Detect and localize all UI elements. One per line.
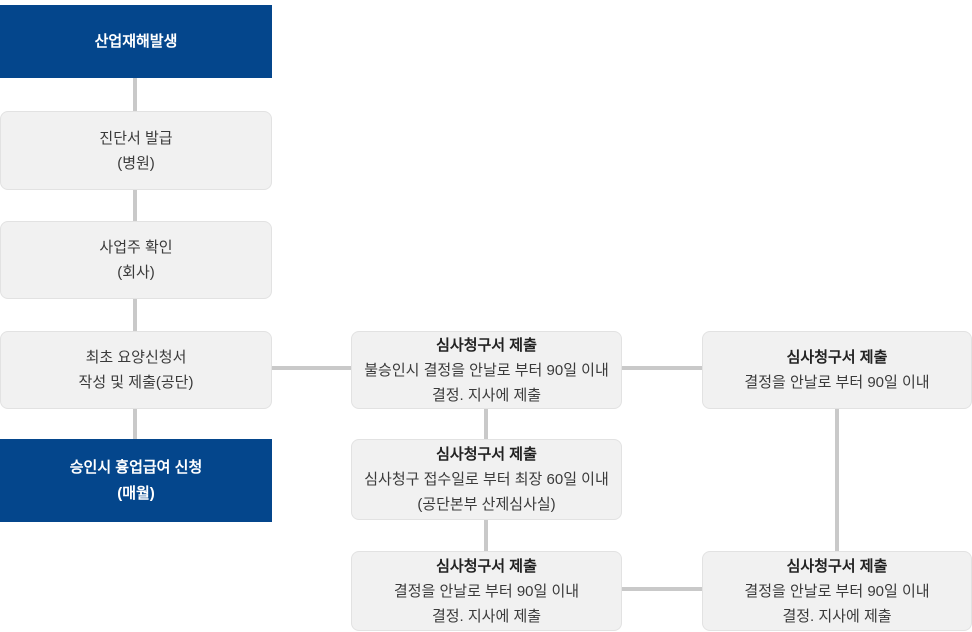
flow-step-title: 심사청구서 제출	[436, 446, 537, 463]
flow-step-detail: 불승인시 결정을 안날로 부터 90일 이내	[364, 361, 609, 379]
flow-step-review-request-90days: 심사청구서 제출 결정을 안날로 부터 90일 이내	[702, 331, 972, 409]
flow-step-sublabel: (매월)	[117, 484, 155, 502]
flow-step-label: 진단서 발급	[99, 129, 173, 147]
connector-horizontal	[272, 366, 351, 370]
flow-step-sublabel: (회사)	[117, 264, 155, 281]
flow-step-detail: (공단본부 산제심사실)	[417, 496, 556, 513]
flow-step-title: 심사청구서 제출	[786, 557, 888, 575]
flow-step-sublabel: (병원)	[117, 154, 155, 172]
flow-step-label: 산업재해발생	[94, 32, 178, 50]
flow-step-detail: 심사청구 접수일로 부터 최장 60일 이내	[364, 471, 609, 488]
flow-step-review-request-branch-submit: 심사청구서 제출 결정을 안날로 부터 90일 이내 결정. 지사에 제출	[702, 551, 972, 631]
connector-vertical	[484, 520, 488, 551]
flow-step-label: 최초 요양신청서	[85, 349, 187, 366]
connector-vertical	[133, 299, 137, 331]
flow-step-detail: 결정. 지사에 제출	[431, 386, 542, 404]
flow-step-detail: 결정을 안날로 부터 90일 이내	[393, 582, 580, 600]
flow-step-label: 사업주 확인	[99, 239, 173, 256]
flow-step-review-request-receipt: 심사청구서 제출 심사청구 접수일로 부터 최장 60일 이내 (공단본부 산제…	[351, 439, 622, 520]
connector-vertical	[484, 409, 488, 439]
flow-step-detail: 결정. 지사에 제출	[782, 607, 892, 625]
connector-horizontal	[622, 366, 702, 370]
flow-step-title: 심사청구서 제출	[786, 349, 888, 366]
connector-vertical	[133, 78, 137, 111]
flow-step-review-request-decision: 심사청구서 제출 결정을 안날로 부터 90일 이내 결정. 지사에 제출	[351, 551, 622, 631]
connector-vertical	[835, 409, 839, 551]
flow-step-detail: 결정을 안날로 부터 90일 이내	[744, 582, 930, 600]
flow-step-review-request-disapproval: 심사청구서 제출 불승인시 결정을 안날로 부터 90일 이내 결정. 지사에 …	[351, 331, 622, 409]
flow-step-accident-occurrence: 산업재해발생	[0, 5, 272, 78]
flow-step-detail: 결정. 지사에 제출	[431, 607, 542, 625]
flow-step-benefit-application: 승인시 흉업급여 신청 (매월)	[0, 439, 272, 522]
flow-step-employer-confirmation: 사업주 확인 (회사)	[0, 221, 272, 299]
flow-step-sublabel: 작성 및 제출(공단)	[78, 374, 194, 391]
flow-step-initial-care-application: 최초 요양신청서 작성 및 제출(공단)	[0, 331, 272, 409]
flow-step-detail: 결정을 안날로 부터 90일 이내	[744, 374, 930, 391]
connector-vertical	[133, 409, 137, 439]
connector-horizontal	[622, 587, 702, 591]
flow-step-title: 심사청구서 제출	[436, 557, 537, 575]
flow-step-diagnosis-issuance: 진단서 발급 (병원)	[0, 111, 272, 190]
connector-vertical	[133, 190, 137, 221]
flow-step-title: 심사청구서 제출	[436, 336, 537, 354]
flow-step-label: 승인시 흉업급여 신청	[69, 458, 203, 476]
